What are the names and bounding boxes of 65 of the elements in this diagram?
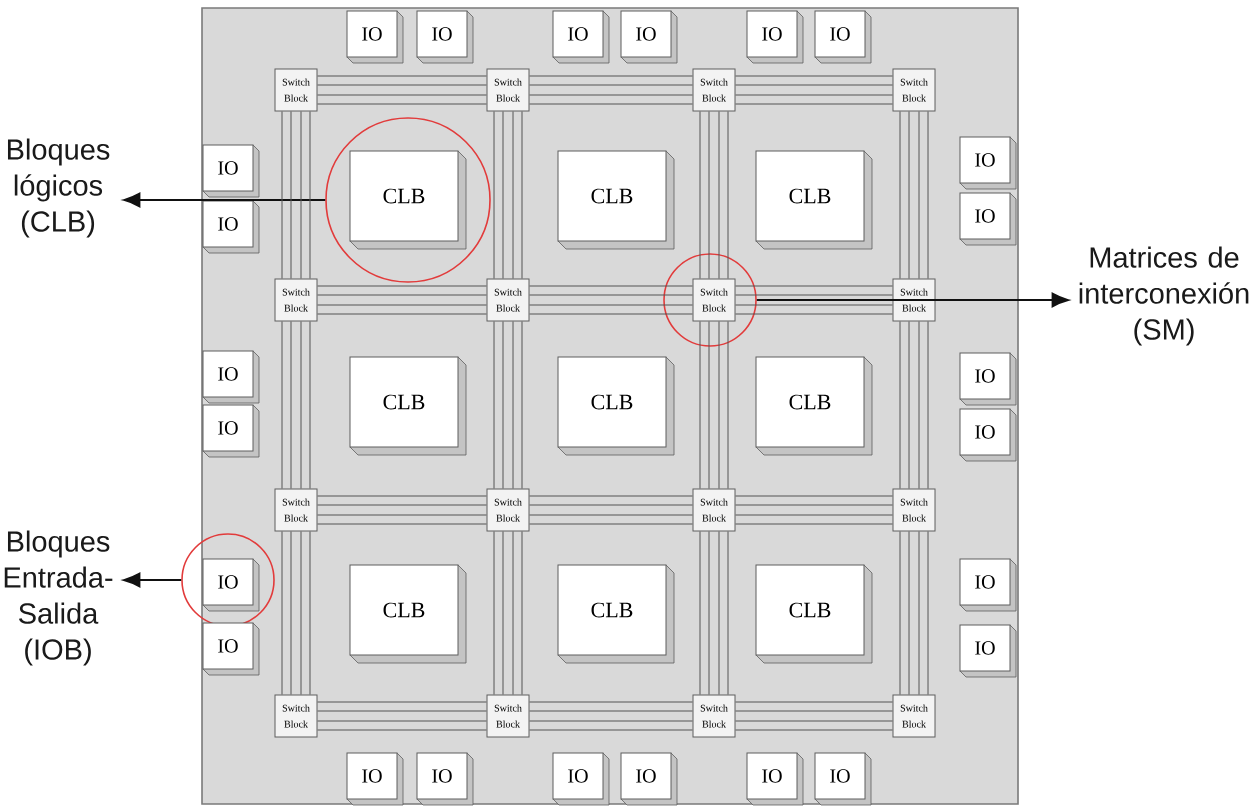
io-block: IO	[746, 752, 804, 806]
routing-channel	[317, 75, 487, 105]
routing-channel	[529, 701, 693, 731]
io-block: IO	[814, 10, 872, 64]
leader-arrow	[123, 192, 327, 208]
highlight-circle	[663, 253, 757, 347]
io-block: IO	[959, 192, 1017, 246]
routing-channel	[317, 285, 487, 315]
routing-channel	[317, 701, 487, 731]
highlight-circle	[325, 117, 491, 283]
callout-label: Bloques lógicos (CLB)	[8, 138, 110, 238]
routing-channel	[281, 321, 311, 489]
leader-arrow	[123, 572, 183, 588]
logic-block: CLB	[557, 356, 675, 456]
io-block: IO	[202, 622, 260, 676]
io-block: IO	[959, 408, 1017, 462]
callout-label: Matrices de interconexión (SM)	[1079, 246, 1249, 346]
io-block: IO	[959, 352, 1017, 406]
io-block: IO	[959, 624, 1017, 678]
routing-channel	[281, 111, 311, 279]
routing-channel	[899, 531, 929, 695]
io-block: IO	[552, 752, 610, 806]
logic-block: CLB	[755, 356, 873, 456]
leader-arrow	[755, 292, 1069, 308]
logic-block: CLB	[755, 150, 873, 250]
io-block: IO	[202, 144, 260, 198]
logic-block: CLB	[349, 356, 467, 456]
logic-block: CLB	[557, 150, 675, 250]
io-block: IO	[959, 136, 1017, 190]
routing-channel	[493, 111, 523, 279]
routing-channel	[899, 111, 929, 279]
routing-channel	[735, 285, 893, 315]
routing-channel	[529, 495, 693, 525]
io-block: IO	[959, 558, 1017, 612]
routing-channel	[493, 531, 523, 695]
io-block: IO	[346, 10, 404, 64]
logic-block: CLB	[755, 564, 873, 664]
routing-channel	[699, 111, 729, 279]
io-block: IO	[416, 10, 474, 64]
routing-channel	[735, 75, 893, 105]
routing-channel	[899, 321, 929, 489]
routing-channel	[699, 321, 729, 489]
logic-block: CLB	[557, 564, 675, 664]
io-block: IO	[620, 10, 678, 64]
routing-channel	[529, 75, 693, 105]
io-block: IO	[416, 752, 474, 806]
io-block: IO	[202, 200, 260, 254]
io-block: IO	[746, 10, 804, 64]
io-block: IO	[202, 350, 260, 404]
io-block: IO	[202, 558, 260, 612]
callout-label: Bloques Entrada-Salida (IOB)	[4, 530, 113, 666]
io-block: IO	[552, 10, 610, 64]
io-block: IO	[346, 752, 404, 806]
io-block: IO	[620, 752, 678, 806]
routing-channel	[699, 531, 729, 695]
routing-channel	[735, 495, 893, 525]
io-block: IO	[814, 752, 872, 806]
routing-channel	[529, 285, 693, 315]
logic-block: CLB	[349, 150, 467, 250]
io-block: IO	[202, 404, 260, 458]
routing-channel	[317, 495, 487, 525]
logic-block: CLB	[349, 564, 467, 664]
routing-channel	[735, 701, 893, 731]
routing-channel	[493, 321, 523, 489]
routing-channel	[281, 531, 311, 695]
